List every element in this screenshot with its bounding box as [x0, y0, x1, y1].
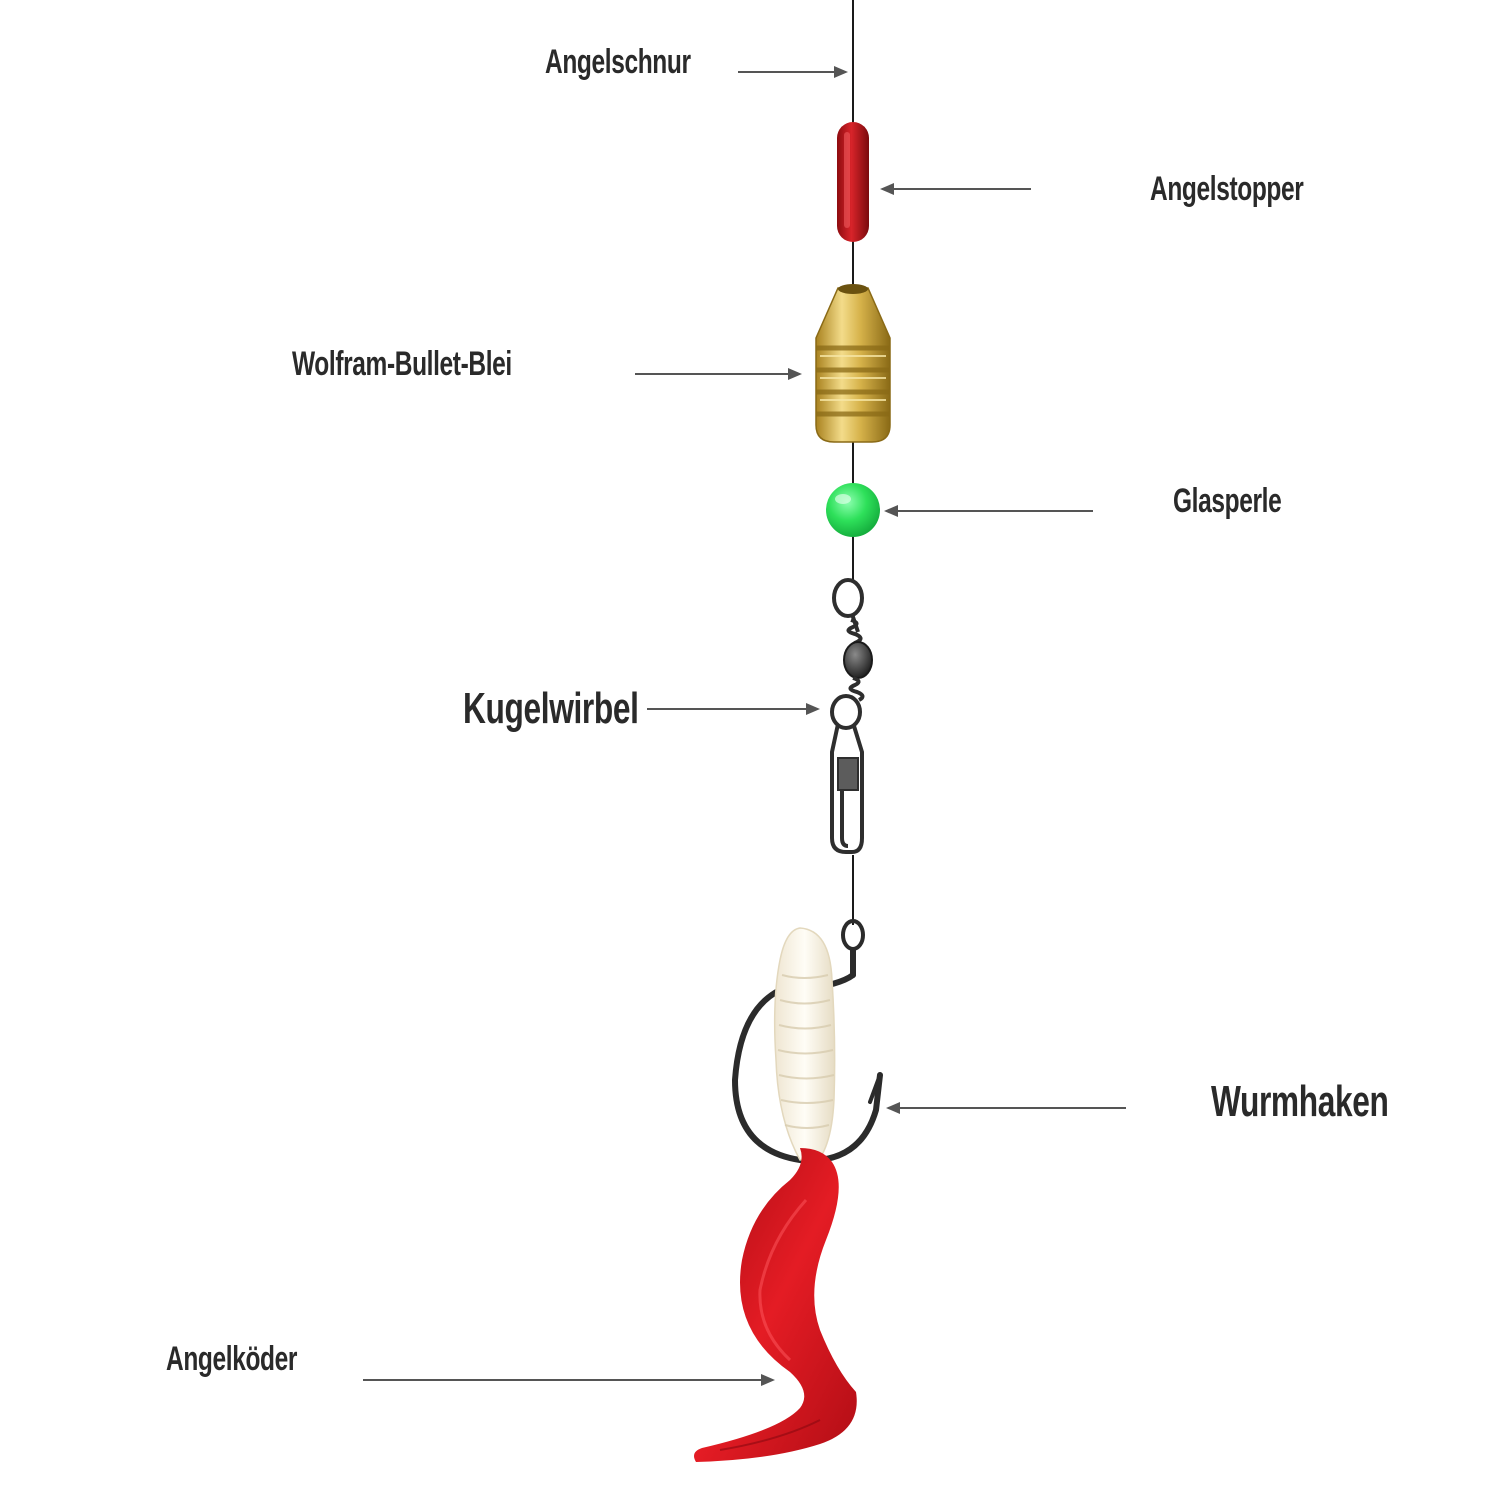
label-glasperle: Glasperle	[1173, 482, 1282, 520]
arrow-blei	[635, 368, 802, 380]
arrow-angelschnur	[738, 66, 848, 78]
arrow-kugelwirbel	[647, 703, 820, 715]
label-wolfram-bullet-blei: Wolfram-Bullet-Blei	[292, 345, 512, 383]
label-kugelwirbel: Kugelwirbel	[463, 684, 639, 733]
label-angelkoeder: Angelköder	[166, 1340, 298, 1378]
bullet-weight-shape	[815, 284, 891, 443]
annotation-arrows	[363, 66, 1126, 1386]
glass-bead-shape	[826, 483, 880, 537]
label-angelstopper: Angelstopper	[1150, 170, 1304, 208]
arrow-glasperle	[884, 505, 1093, 517]
arrow-wurmhaken	[886, 1102, 1126, 1114]
label-angelschnur: Angelschnur	[545, 43, 691, 81]
swivel-shape	[830, 578, 873, 854]
arrow-angelkoeder	[363, 1374, 775, 1386]
arrow-angelstopper	[880, 183, 1031, 195]
label-wurmhaken: Wurmhaken	[1211, 1077, 1389, 1126]
grub-bait-shape	[694, 927, 857, 1462]
stopper-shape	[837, 122, 869, 242]
